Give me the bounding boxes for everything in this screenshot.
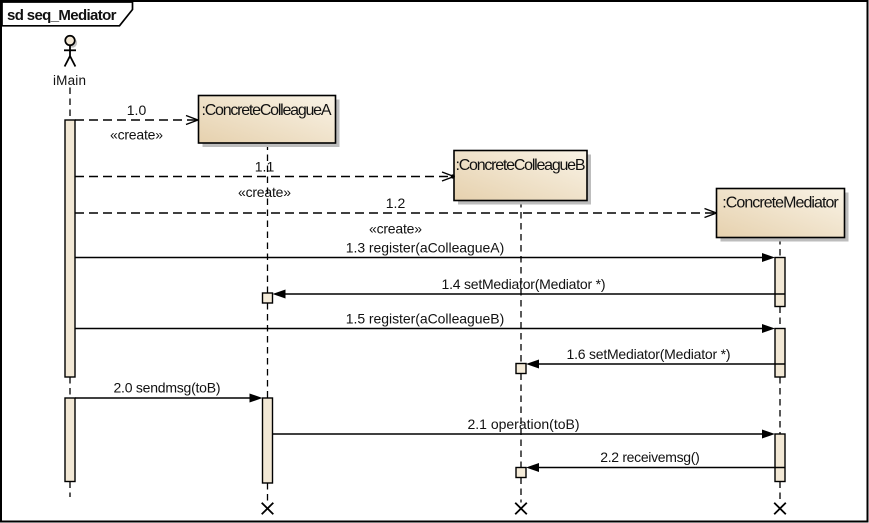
svg-text::ConcreteColleagueA: :ConcreteColleagueA xyxy=(202,102,332,119)
svg-text:2.2 receivemsg(): 2.2 receivemsg() xyxy=(600,449,700,465)
svg-text:«create»: «create» xyxy=(110,127,163,143)
svg-text:«create»: «create» xyxy=(369,221,422,237)
svg-text::ConcreteMediator: :ConcreteMediator xyxy=(722,194,839,211)
svg-text:1.5 register(aColleagueB): 1.5 register(aColleagueB) xyxy=(346,311,505,327)
svg-text:sd seq_Mediator: sd seq_Mediator xyxy=(7,7,117,24)
svg-text:1.2: 1.2 xyxy=(386,195,406,211)
svg-text:1.3 register(aColleagueA): 1.3 register(aColleagueA) xyxy=(346,239,505,255)
svg-text:iMain: iMain xyxy=(53,73,86,88)
svg-text::ConcreteColleagueB: :ConcreteColleagueB xyxy=(456,157,586,174)
svg-text:1.4 setMediator(Mediator *): 1.4 setMediator(Mediator *) xyxy=(442,276,606,292)
svg-text:2.1 operation(toB): 2.1 operation(toB) xyxy=(468,416,580,432)
svg-text:1.0: 1.0 xyxy=(127,102,147,118)
svg-text:1.1: 1.1 xyxy=(255,159,275,175)
svg-text:1.6 setMediator(Mediator *): 1.6 setMediator(Mediator *) xyxy=(567,346,731,362)
svg-text:2.0 sendmsg(toB): 2.0 sendmsg(toB) xyxy=(114,380,221,396)
svg-text:«create»: «create» xyxy=(238,184,291,200)
